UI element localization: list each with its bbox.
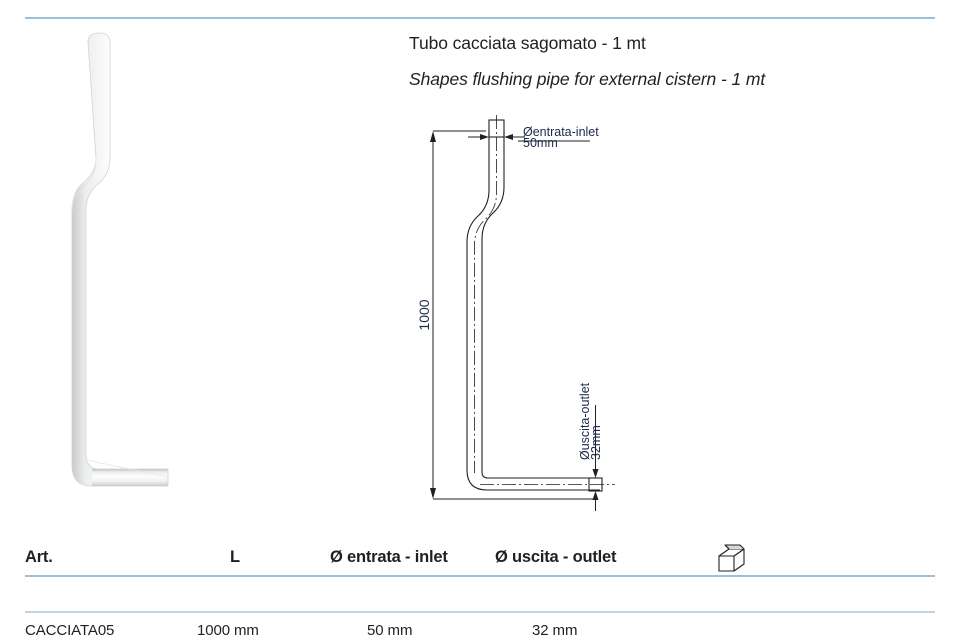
pipe-body [71,32,169,487]
length-dimension-label: 1000 [416,299,432,330]
cell-art: CACCIATA05 [25,622,115,639]
outlet-dimension-arrows [592,405,599,511]
column-header-inlet: Ø entrata - inlet [330,548,448,566]
product-title-italian: Tubo cacciata sagomato - 1 mt [409,33,646,53]
column-header-outlet: Ø uscita - outlet [495,548,617,566]
table-header-row: Art. L Ø entrata - inlet Ø uscita - outl… [25,540,935,575]
cell-length: 1000 mm [197,622,259,639]
length-dimension [430,130,595,500]
top-divider-rule [25,17,935,19]
column-header-art: Art. [25,548,53,566]
product-title-english: Shapes flushing pipe for external cister… [409,69,766,89]
pipe-outline [466,131,600,491]
inlet-dimension-value: 50mm [523,136,558,150]
outlet-dimension-value: 32mm [589,425,603,460]
column-header-length: L [230,548,240,566]
cell-outlet: 32 mm [532,622,578,639]
table-row: CACCIATA05 1000 mm 50 mm 32 mm [25,575,935,639]
table-bottom-divider [25,611,935,613]
centreline [474,115,615,485]
cell-inlet: 50 mm [367,622,413,639]
outlet-dimension-label: Øuscita-outlet [578,382,592,460]
inlet-dimension-label: Øentrata-inlet [523,125,599,139]
title-block: Tubo cacciata sagomato - 1 mt Shapes flu… [409,33,929,90]
technical-drawing: 1000 Øentrata-inlet 50mm Øuscita-outlet … [410,115,670,515]
package-box-icon [715,542,749,576]
specification-table: Art. L Ø entrata - inlet Ø uscita - outl… [25,540,935,639]
inlet-dimension-arrows [468,134,590,142]
product-photo [30,30,360,510]
table-header-divider [25,575,935,577]
